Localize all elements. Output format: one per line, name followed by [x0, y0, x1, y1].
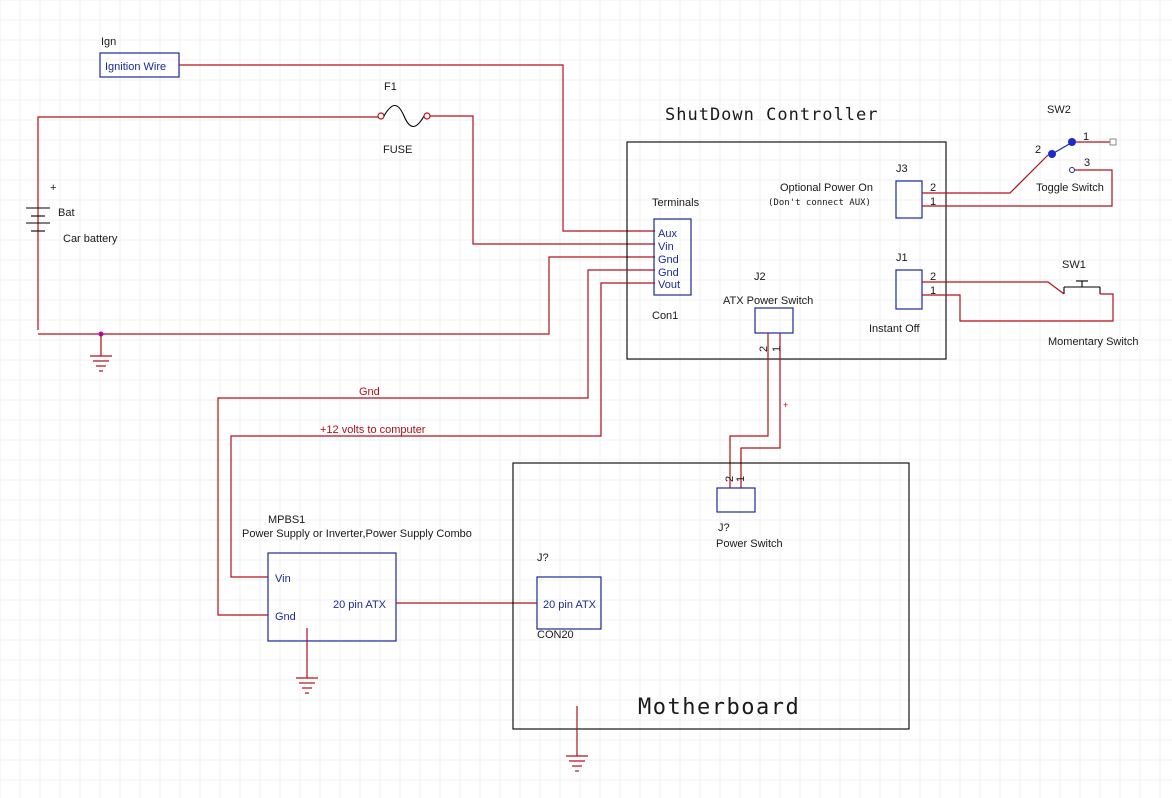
fuse-symbol[interactable] — [383, 104, 425, 128]
mb-atx-connector[interactable] — [536, 576, 602, 630]
gnd-to-psu-wire — [217, 269, 655, 616]
v12-wire-label: +12 volts to computer — [320, 424, 426, 436]
sw2-pin3: 3 — [1084, 157, 1090, 169]
mb-pwr-pin1: 1 — [735, 476, 747, 482]
sw1-label: Momentary Switch — [1048, 336, 1138, 348]
plus-wire-label: + — [783, 400, 788, 410]
pin-vin: Vin — [658, 241, 674, 253]
terminals-label: Terminals — [652, 197, 700, 209]
bat-label: Car battery — [63, 233, 118, 245]
bat-ref: Bat — [58, 207, 75, 219]
toggle-switch-symbol[interactable] — [1048, 138, 1117, 173]
battery-symbol[interactable] — [26, 207, 50, 232]
fuse-pin-right — [423, 112, 431, 120]
psu-label: Power Supply or Inverter,Power Supply Co… — [242, 528, 472, 540]
mb-pwr-label: Power Switch — [716, 538, 783, 550]
j1-label: Instant Off — [869, 323, 920, 335]
controller-box — [626, 141, 947, 360]
ground-symbol-battery — [90, 334, 112, 372]
j2-pin1-wire — [740, 333, 781, 488]
psu-atx: 20 pin ATX — [333, 599, 387, 611]
pin-aux: Aux — [658, 228, 677, 240]
mb-atx-label: 20 pin ATX — [543, 599, 597, 611]
ground-symbol-psu — [296, 628, 318, 694]
mb-power-switch-header[interactable] — [716, 487, 756, 513]
j3-note: (Don't connect AUX) — [768, 198, 871, 208]
psu-vin: Vin — [275, 573, 291, 585]
motherboard-box — [512, 462, 910, 730]
pin-gnd-1: Gnd — [658, 254, 679, 266]
bat-gnd-wire — [38, 256, 655, 335]
j3-label: Optional Power On — [780, 182, 873, 194]
j3-ref: J3 — [896, 163, 908, 175]
sw2-ref: SW2 — [1047, 104, 1071, 116]
vout-to-psu-wire — [230, 282, 655, 578]
sw2-label: Toggle Switch — [1036, 182, 1104, 194]
mb-con-ref: CON20 — [537, 629, 574, 641]
j2-pin1: 1 — [771, 346, 783, 352]
j1-pin1-wire — [922, 293, 1114, 322]
j2-connector[interactable] — [754, 307, 794, 334]
mb-atx-ref: J? — [537, 552, 549, 564]
momentary-switch-symbol[interactable] — [1063, 280, 1101, 294]
sw1-ref: SW1 — [1062, 259, 1086, 271]
j2-label: ATX Power Switch — [723, 295, 813, 307]
j2-pin2-wire — [729, 333, 769, 488]
fuse-ref: F1 — [384, 81, 397, 93]
j3-connector[interactable] — [895, 180, 923, 219]
j3-pin2-wire — [922, 154, 1049, 194]
bat-plus-sign: + — [50, 182, 56, 194]
terminal-block[interactable] — [653, 218, 692, 296]
mb-pwr-ref: J? — [718, 522, 730, 534]
psu-ref: MPBS1 — [268, 514, 305, 526]
mb-pwr-pin2: 2 — [724, 476, 736, 482]
controller-title: ShutDown Controller — [665, 105, 878, 125]
j1-pin2: 2 — [930, 271, 936, 283]
ground-symbol-motherboard — [566, 706, 588, 772]
ign-ref: Ign — [101, 36, 116, 48]
j2-pin2: 2 — [758, 346, 770, 352]
motherboard-title: Motherboard — [638, 695, 800, 720]
bat-plus-wire — [37, 116, 378, 330]
pin-gnd-2: Gnd — [658, 267, 679, 279]
con1-ref: Con1 — [652, 310, 678, 322]
j3-pin2: 2 — [930, 182, 936, 194]
j3-pin1: 1 — [930, 196, 936, 208]
psu-box[interactable] — [267, 552, 397, 642]
ignition-wire-label: Ignition Wire — [105, 61, 166, 73]
sw2-pin2: 2 — [1035, 144, 1041, 156]
j1-pin2-wire — [922, 281, 1065, 295]
ign-to-aux-wire — [179, 64, 655, 232]
pin-vout: Vout — [658, 279, 680, 291]
sw2-pin1: 1 — [1083, 131, 1089, 143]
fuse-label: FUSE — [383, 144, 412, 156]
j1-pin1: 1 — [930, 285, 936, 297]
j1-connector[interactable] — [895, 269, 923, 310]
psu-gnd: Gnd — [275, 611, 296, 623]
fuse-pin-left — [377, 112, 385, 120]
fuse-to-vin-wire — [430, 115, 655, 245]
j1-ref: J1 — [896, 252, 908, 264]
j2-ref: J2 — [754, 271, 766, 283]
j3-pin1-wire — [922, 169, 1113, 207]
gnd-wire-label: Gnd — [359, 386, 380, 398]
